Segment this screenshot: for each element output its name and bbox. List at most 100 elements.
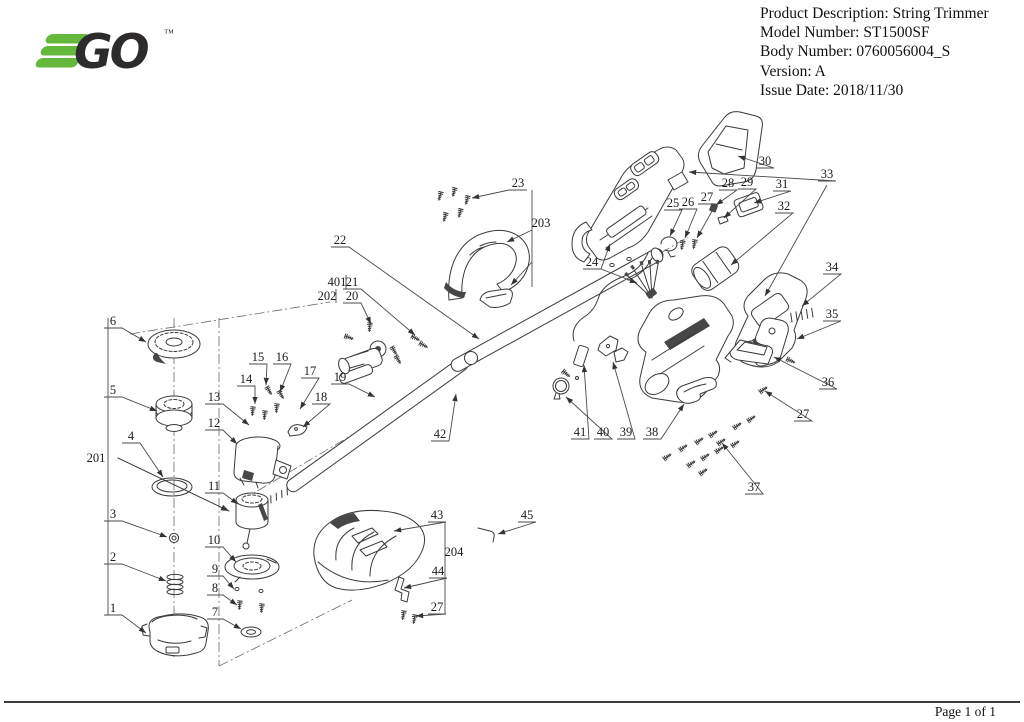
part-callout-24: 24 [586,255,599,269]
issue-date: Issue Date: 2018/11/30 [760,81,904,99]
part-washer [240,626,262,638]
part-hose-clamp [552,377,570,400]
page-number: Page 1 of 1 [934,704,996,719]
part-callout-31: 31 [776,177,789,191]
leader-line-27 [696,203,717,239]
leader-line-45 [497,521,537,535]
ego-logo-tm: ™ [164,28,174,39]
part-main-handle-housing [571,146,689,263]
part-callout-7: 7 [212,605,218,619]
part-line-cutter [394,576,410,603]
leader-line-18 [302,403,332,428]
leader-line-20 [343,302,372,325]
leader-line-30 [737,155,775,169]
leader-line-23 [471,189,527,200]
ego-logo-go: GO [74,25,149,80]
part-callout-25: 25 [667,196,680,210]
leader-line-21 [343,288,416,336]
part-callout-38: 38 [646,425,659,439]
part-callout-34: 34 [826,260,839,274]
center-axis-lines [129,236,689,667]
product-info: Product Description: String Trimmer Mode… [760,4,989,100]
leader-line-1 [104,614,147,634]
leader-line-3 [104,520,168,538]
part-callout-17: 17 [304,364,317,378]
leader-line-2 [104,563,167,582]
leader-line-28 [715,189,739,206]
leader-line-203 [506,229,533,243]
leader-line-25 [664,209,683,237]
model-number: Model Number: ST1500SF [760,24,930,42]
part-spring-coil [790,307,814,323]
part-callout-6: 6 [110,314,116,328]
part-motor-housing [637,295,734,403]
leader-line-8 [207,594,238,606]
part-callout-5: 5 [110,383,116,397]
part-callout-19: 19 [334,370,347,384]
leader-line-32 [730,212,795,266]
leader-line-14 [237,385,258,404]
leader-line-36 [773,356,838,390]
part-callout-44: 44 [432,564,445,578]
leader-line-6 [104,327,147,343]
part-callout-202: 202 [318,289,337,303]
part-callout-16: 16 [276,350,289,364]
part-spring [166,573,184,596]
part-handle-screws [436,186,471,223]
leader-line-10 [205,546,237,563]
part-callout-13: 13 [208,390,221,404]
leader-line-34 [801,273,843,307]
product-description: Product Description: String Trimmer [760,5,989,22]
part-callout-4: 4 [128,429,135,443]
leader-line-35 [796,320,842,340]
part-callout-39: 39 [620,425,633,439]
part-callout-27: 27 [797,407,810,421]
part-spool [155,395,193,432]
leader-line-37 [721,442,764,495]
ego-logo: GO ™ [35,25,174,80]
part-callout-36: 36 [822,375,835,389]
leader-line-43 [393,521,447,533]
part-artwork [117,111,814,657]
part-pin [234,586,240,592]
leader-line-15 [249,363,270,386]
part-callout-10: 10 [208,533,221,547]
part-aux-handle [444,229,530,308]
leader-line-29 [723,188,758,219]
part-callout-1: 1 [110,601,116,615]
part-callout-29: 29 [741,175,754,189]
part-clamp-ring [660,236,678,258]
part-callout-30: 30 [759,154,772,168]
leader-line-27 [764,390,814,422]
leader-line-26 [679,208,698,239]
leader-line-44 [403,577,448,589]
part-callout-15: 15 [252,350,265,364]
part-pin [258,588,264,594]
part-callout-27: 27 [431,600,444,614]
part-callout-41: 41 [574,425,587,439]
part-callout-401: 401 [328,275,347,289]
leader-line-19 [331,383,376,398]
version: Version: A [760,62,826,80]
part-callout-11: 11 [208,479,220,493]
callout-bracket-lines [107,190,533,615]
part-callout-45: 45 [521,508,534,522]
part-callout-35: 35 [826,307,839,321]
part-callout-33: 33 [821,167,834,181]
part-baffle-plate [224,554,280,583]
part-spring-washer [117,457,230,512]
part-callout-42: 42 [434,427,447,441]
body-number: Body Number: 0760056004_S [760,43,951,61]
leader-line-33 [688,169,837,182]
leader-line-203 [510,261,533,286]
part-guard [313,510,426,591]
leader-line-9 [207,575,235,590]
part-callout-23: 23 [512,176,525,190]
part-callout-201: 201 [87,451,106,465]
part-callout-43: 43 [431,508,444,522]
leader-line-5 [104,396,158,412]
part-pin [575,376,579,380]
part-label-sticker [573,344,589,368]
